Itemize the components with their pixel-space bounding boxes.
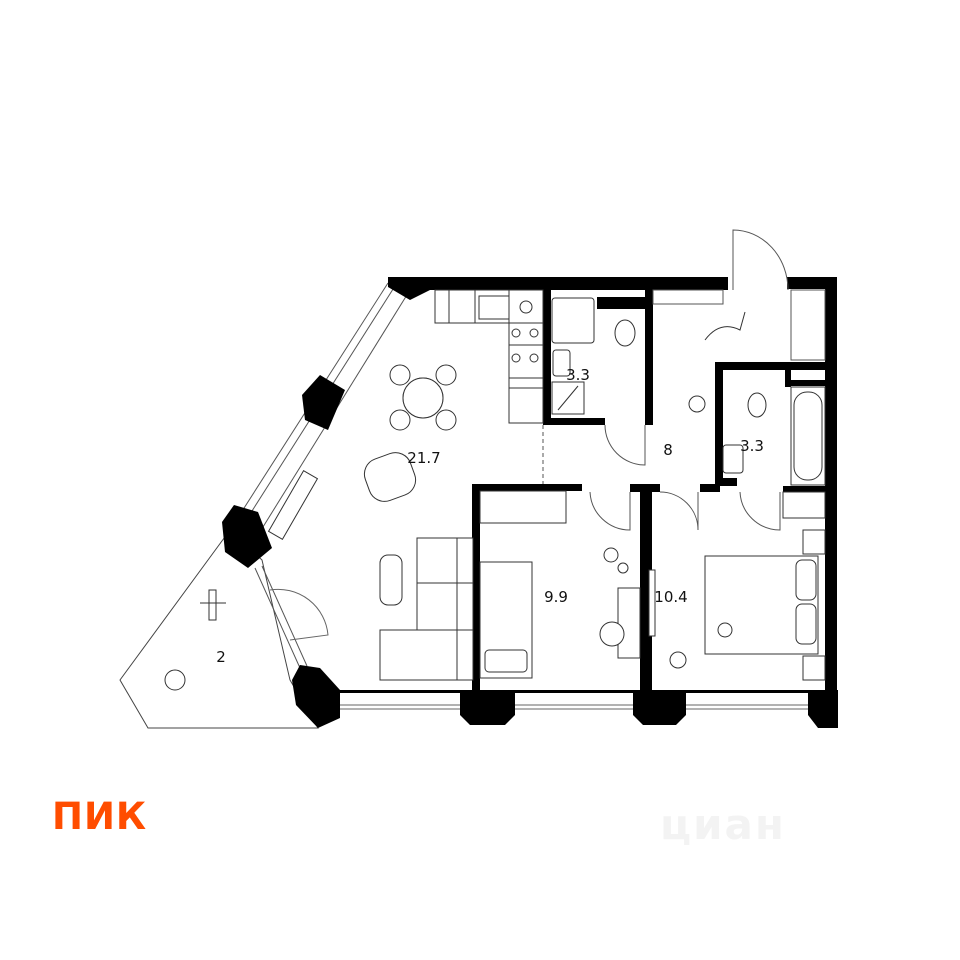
- top-wall: [388, 277, 728, 300]
- column-6: [808, 690, 838, 728]
- column-1: [302, 375, 345, 430]
- column-2: [222, 505, 272, 568]
- room-area-hallway: 8: [663, 441, 673, 459]
- room-area-bedroom: 10.4: [654, 588, 688, 606]
- pik-logo: ПИК: [52, 795, 148, 838]
- cian-watermark: циан: [660, 800, 786, 849]
- balcony-outline: [119, 529, 319, 729]
- column-3: [292, 665, 340, 728]
- room-area-balcony: 2: [216, 648, 226, 666]
- room-area-living-kitchen: 21.7: [407, 449, 441, 467]
- room-area-bathroom-1: 3.3: [566, 366, 590, 384]
- column-4: [460, 690, 515, 725]
- room-area-bathroom-2: 3.3: [740, 437, 764, 455]
- room-area-kids-room: 9.9: [544, 588, 568, 606]
- column-5: [633, 690, 686, 725]
